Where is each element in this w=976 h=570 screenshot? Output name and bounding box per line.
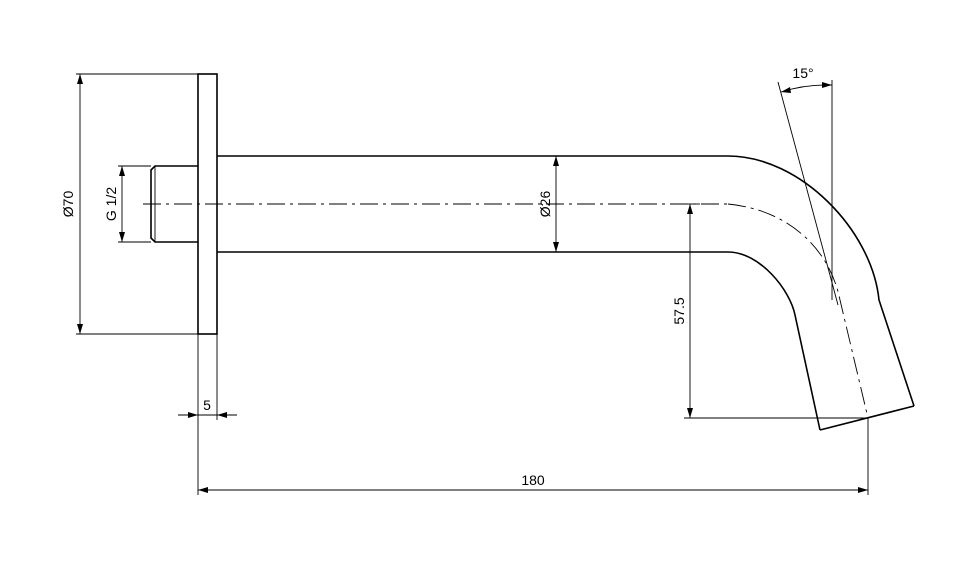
spout-outline (150, 73, 915, 431)
flange-thickness-label: 5 (203, 397, 211, 413)
arrow-head (822, 82, 832, 88)
dimension-drop-height: 57.5 (671, 203, 868, 419)
dimension-thread: G 1/2 (103, 165, 151, 243)
arrow-head (77, 74, 83, 84)
bend-outer-edge (727, 155, 915, 407)
arrow-head (77, 324, 83, 334)
arrow-head (781, 87, 791, 93)
bend-inner-edge (727, 251, 821, 431)
dimension-flange-diameter: Ø70 (60, 73, 198, 335)
dimension-projection-length: 180 (198, 418, 869, 495)
bend-centerline (727, 203, 869, 419)
arrow-head (119, 166, 125, 176)
centerlines (143, 203, 869, 419)
arrow-head (217, 412, 227, 418)
outlet-angle-label: 15° (792, 65, 813, 81)
projection-length-label: 180 (521, 472, 545, 488)
arrow-head (553, 156, 559, 166)
arrow-head (687, 204, 693, 214)
arrow-head (687, 408, 693, 418)
arrow-head (553, 242, 559, 252)
drop-height-label: 57.5 (671, 297, 687, 324)
arrow-head (119, 232, 125, 242)
dimension-outlet-angle: 15° (777, 65, 839, 306)
arrow-head (188, 412, 198, 418)
flange-diameter-label: Ø70 (60, 191, 76, 218)
pipe-diameter-label: Ø26 (537, 191, 553, 218)
dimension-flange-thickness: 5 (178, 334, 237, 495)
thread-label: G 1/2 (103, 187, 119, 221)
dimension-pipe-diameter: Ø26 (537, 156, 559, 252)
arrow-head (198, 487, 208, 493)
arrow-head (858, 487, 868, 493)
